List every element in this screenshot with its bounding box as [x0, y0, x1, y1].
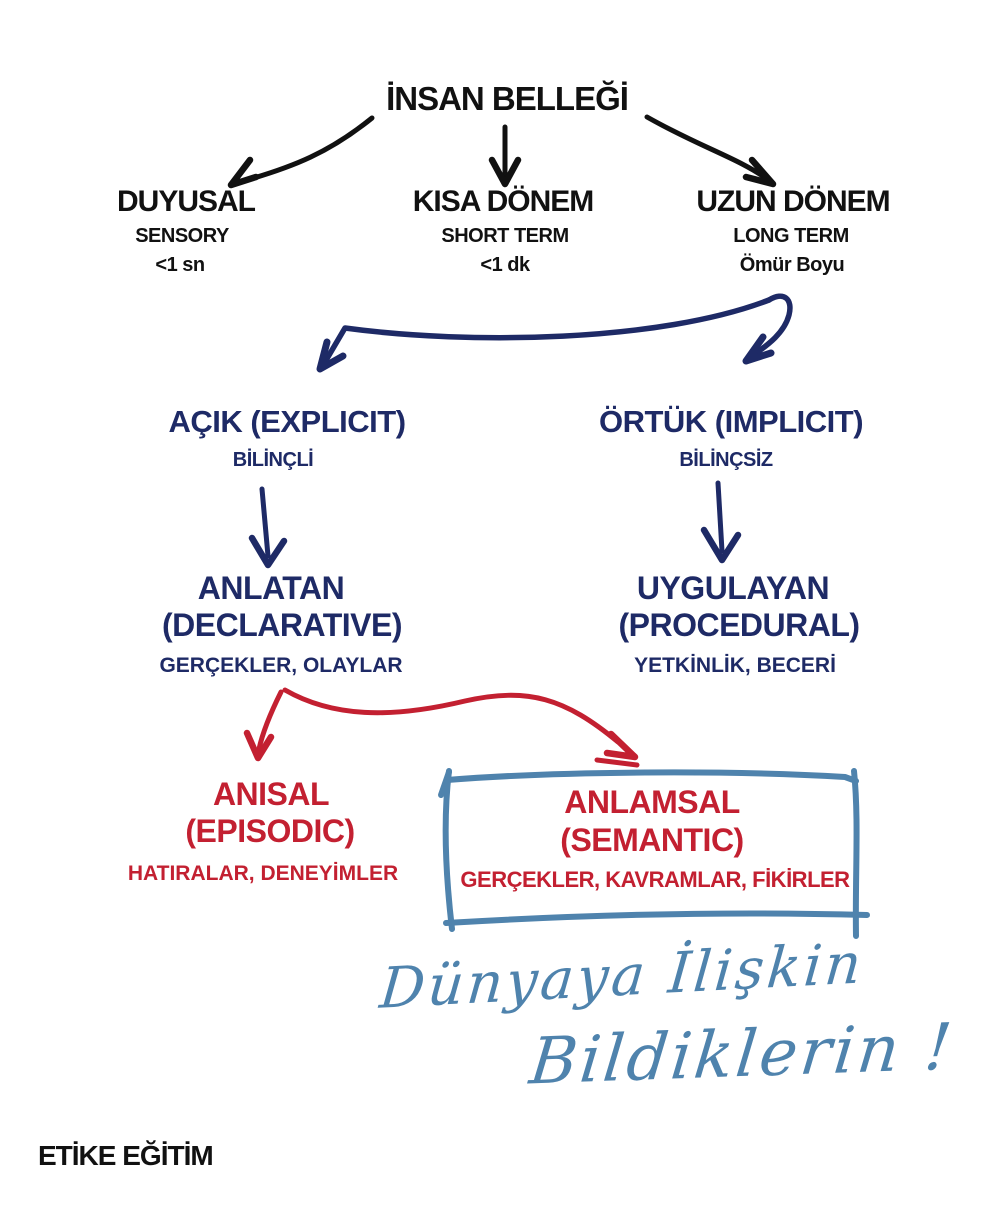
- node-anlatan-detail: GERÇEKLER, OLAYLAR: [159, 654, 403, 677]
- arrowhead-uzun-donem-icon: [742, 156, 777, 188]
- arrowhead-ortuk-icon: [742, 333, 775, 365]
- node-anisal-detail: HATIRALAR, DENEYİMLER: [127, 862, 399, 885]
- arrow-uzun-to-acik: [322, 297, 772, 365]
- arrow-title-to-uzun-donem: [644, 114, 770, 182]
- node-uzun-donem-title: UZUN DÖNEM: [696, 185, 890, 218]
- arrow-anlatan-to-anlamsal: [282, 687, 621, 745]
- arrowhead-anlatan-icon: [248, 534, 288, 569]
- node-uygulayan-subtitle: (PROCEDURAL): [618, 607, 860, 643]
- node-uzun-donem-subtitle: LONG TERM: [733, 225, 849, 247]
- node-anisal-title: ANISAL: [212, 776, 330, 812]
- node-duyusal-subtitle: SENSORY: [135, 225, 229, 247]
- node-acik-subtitle: BİLİNÇLİ: [232, 449, 314, 471]
- semantic-box-left: [442, 768, 455, 932]
- brand-logo-text: ETİKE EĞİTİM: [38, 1140, 214, 1171]
- node-anlamsal-detail: GERÇEKLER, KAVRAMLAR, FİKİRLER: [460, 867, 850, 892]
- node-uygulayan-title: UYGULAYAN: [636, 570, 830, 606]
- node-ortuk-subtitle: BİLİNÇSİZ: [679, 449, 773, 471]
- node-anlamsal-subtitle: (SEMANTIC): [560, 822, 744, 858]
- arrowhead-anlamsal-flick: [594, 757, 640, 768]
- semantic-box-bottom: [443, 910, 870, 926]
- node-kisa-donem-title: KISA DÖNEM: [412, 185, 595, 218]
- node-acik-title: AÇIK (EXPLICIT): [168, 404, 406, 439]
- node-anlamsal-title: ANLAMSAL: [564, 784, 740, 820]
- node-anlatan-title: ANLATAN: [197, 570, 345, 606]
- arrow-uzun-to-ortuk: [748, 293, 793, 360]
- node-ortuk-title: ÖRTÜK (IMPLICIT): [598, 404, 864, 439]
- diagram-title: İNSAN BELLEĞİ: [386, 80, 629, 117]
- node-anisal-subtitle: (EPISODIC): [185, 813, 355, 849]
- arrowhead-kisa-donem-icon: [488, 156, 522, 188]
- node-duyusal-duration: <1 sn: [155, 254, 205, 276]
- handwritten-note-line2: Bildiklerin !: [526, 1010, 958, 1100]
- arrow-acik-to-anlatan: [259, 486, 271, 559]
- arrowhead-duyusal-icon: [227, 156, 260, 189]
- node-uygulayan-detail: YETKİNLİK, BECERİ: [634, 654, 836, 677]
- semantic-box-top: [444, 769, 859, 784]
- arrow-title-to-duyusal: [237, 115, 375, 185]
- arrow-ortuk-to-uygulayan: [715, 480, 725, 554]
- semantic-box-right: [851, 768, 860, 939]
- node-uzun-donem-duration: Ömür Boyu: [739, 254, 845, 276]
- arrowhead-acik-icon: [316, 338, 347, 373]
- arrowhead-uygulayan-icon: [700, 526, 742, 564]
- node-kisa-donem-subtitle: SHORT TERM: [441, 225, 569, 247]
- node-kisa-donem-duration: <1 dk: [480, 254, 530, 276]
- node-duyusal-title: DUYUSAL: [116, 185, 256, 218]
- node-anlatan-subtitle: (DECLARATIVE): [162, 607, 403, 643]
- arrow-anlatan-to-anisal: [256, 689, 284, 752]
- arrowhead-anisal-icon: [243, 729, 275, 762]
- arrowhead-anlamsal-icon: [603, 730, 639, 761]
